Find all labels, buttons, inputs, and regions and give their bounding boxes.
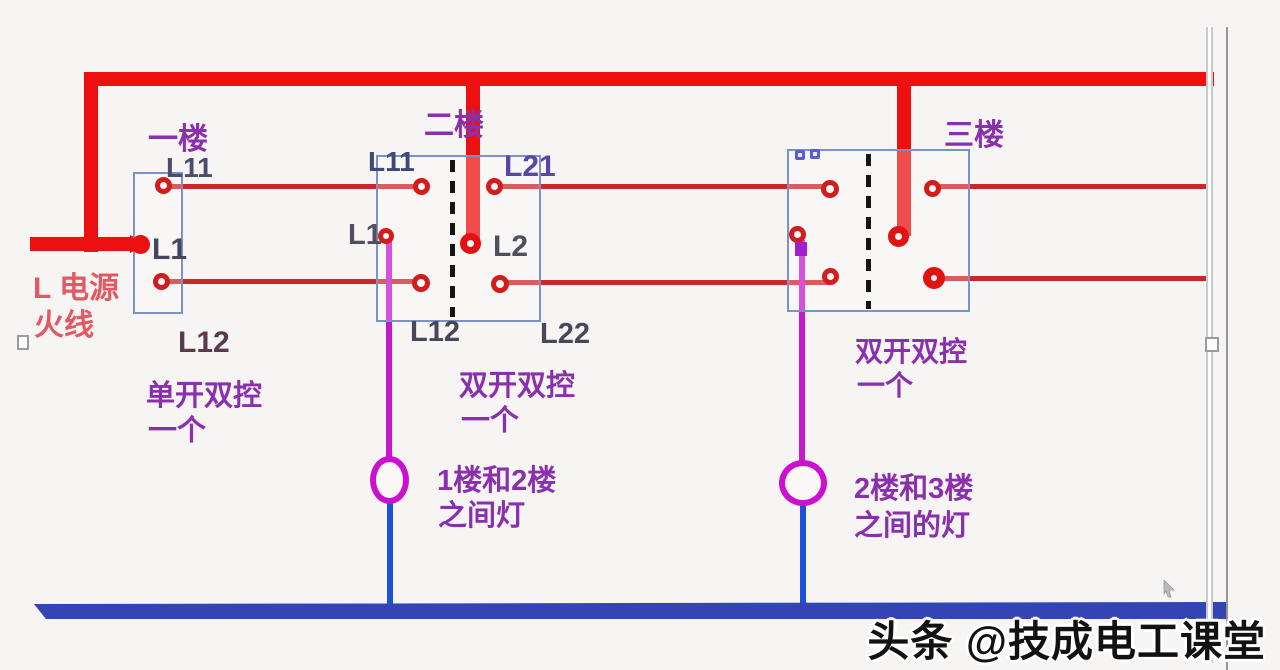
lamp2-neutral-wire (800, 504, 806, 604)
lamp2-caption-line2: 之间的灯 (854, 510, 971, 542)
terminal-f2-left-bottom (412, 274, 430, 292)
lamp-1 (370, 456, 409, 504)
live-left-drop-wire (84, 72, 98, 252)
live-feed-wire (30, 237, 132, 251)
switch-box-floor2 (376, 155, 541, 322)
floor1-switch-type-line2: 一个 (148, 415, 207, 447)
box3-corner-mark-icon (795, 150, 805, 160)
terminal-f1-common (131, 235, 150, 254)
floor3-switch-type-line1: 双开双控 (855, 336, 968, 367)
terminal-f2-right-top (486, 178, 503, 195)
floor2-name-label: 二楼 (424, 109, 484, 142)
window-border-line (1226, 27, 1228, 670)
terminal-f3-left-top (821, 180, 839, 198)
live-top-bus-wire (90, 72, 1214, 86)
traveller-wire-s3-right-top (932, 184, 1212, 189)
terminal-label-f1-common: L1 (152, 233, 188, 266)
selection-handle-left[interactable] (17, 335, 29, 350)
terminal-f3-common (888, 226, 909, 247)
terminal-label-f2-lt: L11 (368, 146, 415, 177)
terminal-f2-left-top (413, 178, 430, 195)
terminal-f1-top (155, 177, 172, 194)
terminal-f3-right-bottom (923, 267, 945, 289)
terminal-label-f2-rt: L21 (504, 150, 556, 183)
floor3-name-label: 三楼 (944, 119, 1004, 152)
power-source-label-line2: 火线 (34, 309, 94, 342)
terminal-f1-bottom (153, 273, 170, 290)
lamp1-neutral-wire (387, 502, 393, 604)
selection-handle-right[interactable] (1205, 337, 1219, 352)
traveller-wire-s3-right-bottom (934, 276, 1210, 281)
neutral-bottom-bus-wire (34, 602, 1226, 619)
terminal-f2-right-bottom (491, 275, 509, 293)
terminal-f3-left-mid (789, 226, 806, 243)
terminal-label-f2-rm: L2 (493, 230, 529, 263)
terminal-label-f2-lm: L1 (348, 219, 382, 251)
lamp1-feed-wire (386, 240, 392, 458)
power-source-label-line1: L 电源 (33, 272, 120, 305)
terminal-label-f2-rb: L22 (540, 318, 590, 350)
traveller-wire-s2-s3-top (494, 184, 828, 189)
lamp2-caption-line1: 2楼和3楼 (854, 473, 974, 505)
gang-link-dashed-line-floor3 (866, 154, 871, 309)
lamp1-caption-line1: 1楼和2楼 (437, 465, 557, 497)
live-drop-switch3-wire (897, 86, 911, 236)
terminal-label-f2-lb: L12 (410, 316, 460, 348)
traveller-wire-s2-s3-bottom (500, 280, 830, 285)
traveller-wire-s1-s2-top (163, 184, 421, 189)
traveller-wire-s1-s2-bottom (161, 279, 421, 284)
floor1-switch-type-line1: 单开双控 (146, 380, 263, 412)
gang-link-dashed-line-floor2 (450, 160, 455, 317)
floor2-switch-type-line1: 双开双控 (459, 370, 576, 402)
floor2-switch-type-line2: 一个 (461, 405, 520, 437)
terminal-f3-left-bottom (822, 268, 839, 285)
terminal-f3-right-top (924, 180, 941, 197)
lamp1-caption-line2: 之间灯 (438, 500, 526, 532)
lamp2-wire-connector (795, 242, 807, 256)
terminal-f2-left-mid (378, 228, 394, 244)
floor1-name-label: 一楼 (148, 123, 208, 156)
lamp2-feed-wire (799, 240, 805, 462)
box3-corner-mark-icon (810, 149, 820, 159)
mouse-cursor-icon (1163, 580, 1175, 598)
floor3-switch-type-line2: 一个 (857, 370, 914, 401)
terminal-label-f1-bottom: L12 (178, 326, 230, 359)
live-drop-switch2-wire (466, 86, 480, 243)
watermark-text: 头条 @技成电工课堂 (867, 618, 1266, 665)
switch-box-floor3 (787, 149, 970, 312)
lamp-2 (779, 460, 827, 506)
terminal-label-f1-top: L11 (166, 152, 213, 183)
terminal-f2-common (460, 233, 481, 254)
